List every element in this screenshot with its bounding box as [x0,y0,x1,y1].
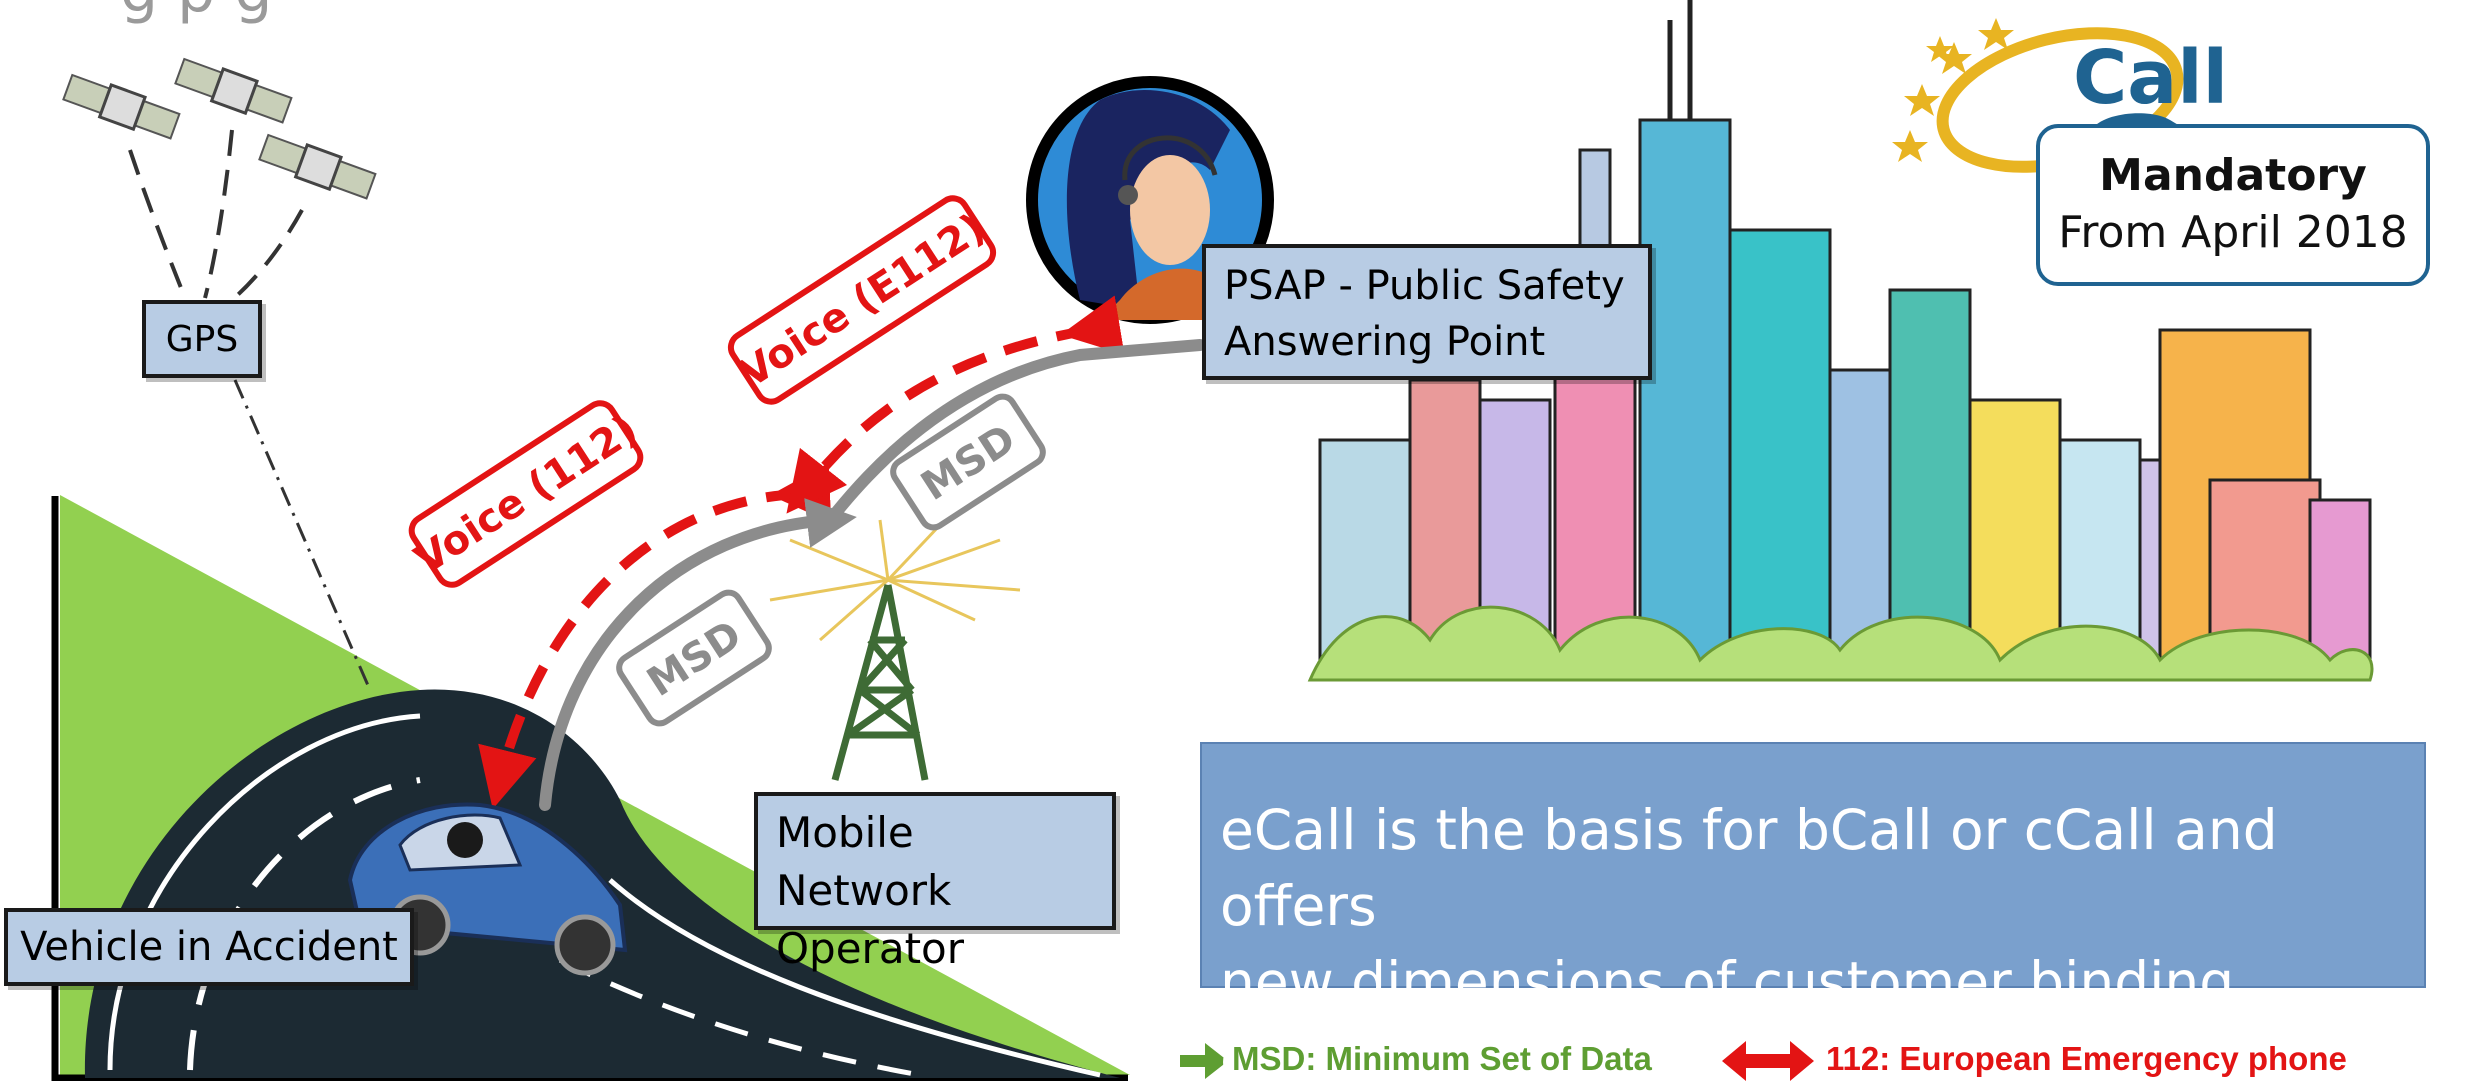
mandatory-title: Mandatory [2099,150,2367,201]
psap-line-2: Answering Point [1224,319,1546,365]
car-crash-icon [347,802,628,976]
msd-upper-label: MSD [890,393,1046,531]
voice-path-upper [786,295,1125,514]
radio-tower-icon [769,519,1021,781]
ecall-banner: eCall is the basis for bCall or cCall an… [1200,742,2426,1081]
mandatory-box: Mandatory From April 2018 [2036,124,2430,286]
voice-112-text: Voice (112) [407,406,646,583]
msd-arrowhead [789,498,857,548]
satellite-icon [62,73,181,140]
voice-112-label: Voice (112) [407,400,646,588]
slide-title-fragment: g p g [120,0,272,26]
vehicle-box: Vehicle in Accident [4,908,414,986]
road-center-line [187,777,421,1071]
legend-msd-arrow-icon [1180,1043,1228,1079]
legend-emergency: 112: European Emergency phone number [1826,1040,2347,1081]
mandatory-date: From April 2018 [2058,207,2408,258]
city-skyline-icon [1307,0,2374,682]
ecall-logo-text: Call [2073,35,2228,121]
legend-112-double-arrow-icon [1722,1041,1814,1081]
road-scene [51,495,1130,1081]
legend-msd: MSD: Minimum Set of Data [1232,1040,1652,1077]
gps-box: GPS [142,300,262,378]
psap-line-1: PSAP - Public Safety [1224,263,1625,309]
satellite-signal-lines [128,129,304,302]
banner-line-2: new dimensions of customer binding conce… [1220,950,2235,1081]
psap-box: PSAP - Public Safety Answering Point [1202,244,1652,380]
satellite-icon [258,133,377,200]
mobile-network-operator-box: Mobile Network Operator [754,792,1116,973]
road-edge-line [107,713,421,1071]
mno-line-1: Mobile Network [776,808,952,915]
road-lower-lane [558,957,921,1078]
road-edge-line-lower [608,878,1101,1078]
star-icon [1892,18,2014,162]
gps-link-line [233,379,372,691]
voice-path-lower [478,462,832,810]
satellite-icon [174,57,293,124]
mno-line-2: Operator [776,924,964,973]
banner-line-1: eCall is the basis for bCall or cCall an… [1220,798,2278,938]
voice-e112-label: Voice (E112) [727,195,997,405]
